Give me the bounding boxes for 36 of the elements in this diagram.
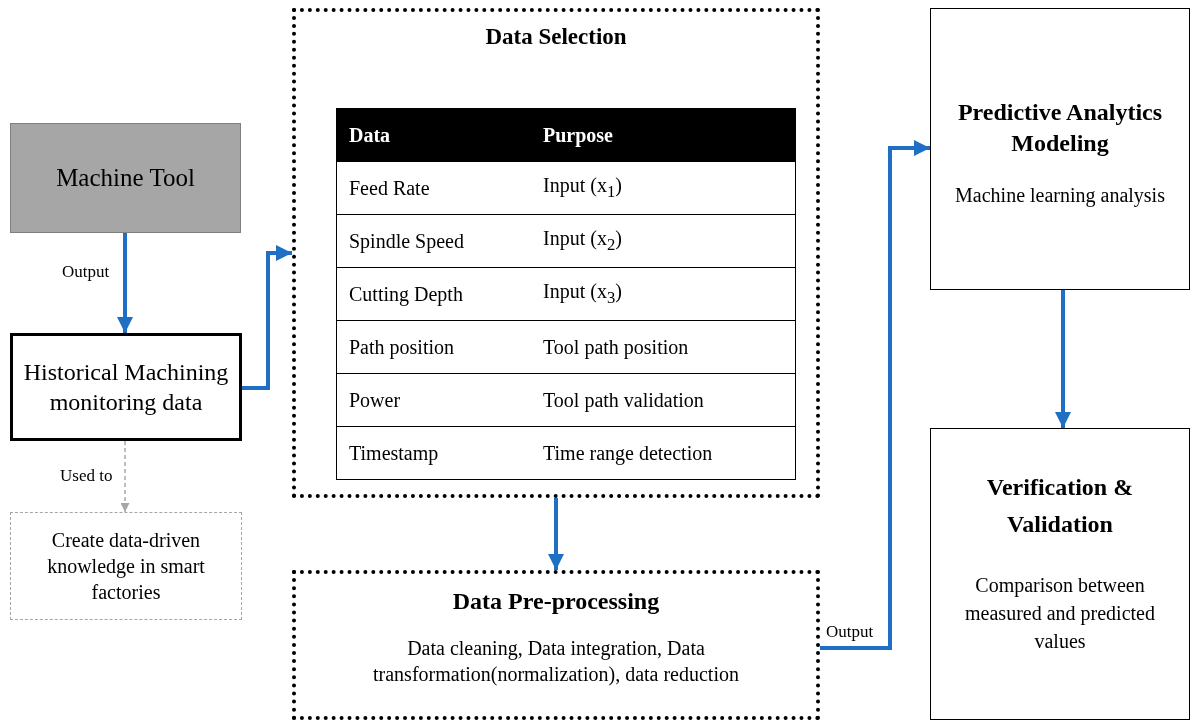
table-cell: Feed Rate [336,161,531,215]
table-cell: Input (x$_{2}$) [531,214,796,268]
table-cell: Tool path validation [531,373,796,427]
node-title: Predictive Analytics Modeling [956,98,1164,159]
note-box [10,512,242,620]
node-title: Data Selection [485,24,627,50]
process-box [292,570,820,720]
table-header-cell: Data [336,108,531,162]
process-box [930,428,1190,720]
node-title: Historical Machining monitoring data [22,358,230,417]
node-title: Machine Tool [56,164,195,192]
table-cell: Power [336,373,531,427]
table-cell: Input (x$_{3}$) [531,267,796,321]
table-cell: Spindle Speed [336,214,531,268]
table-header-cell: Purpose [531,108,796,162]
dashed-arrow [120,440,130,513]
table-cell: Time range detection [531,426,796,480]
node-title: Verification & Validation [985,473,1135,540]
arrow [1055,290,1071,428]
arrow [548,498,564,570]
node-text: Comparison between measured and predicted values [964,573,1156,655]
table-cell: Input (x$_{1}$) [531,161,796,215]
table-cell: Timestamp [336,426,531,480]
table-cell: Tool path position [531,320,796,374]
process-box [10,123,241,233]
arrow [117,233,133,333]
group-box [292,8,820,498]
table-cell: Path position [336,320,531,374]
arrow [242,245,292,390]
table-cell: Cutting Depth [336,267,531,321]
node-title: Data Pre-processing [452,588,660,615]
node-text: Data cleaning, Data integration, Data transformation(normalization), data reduction [372,636,740,687]
process-box [930,8,1190,290]
process-box [10,333,242,441]
node-title: Create data-driven knowledge in smart factories [46,528,206,605]
node-text: Machine learning analysis [955,183,1165,209]
